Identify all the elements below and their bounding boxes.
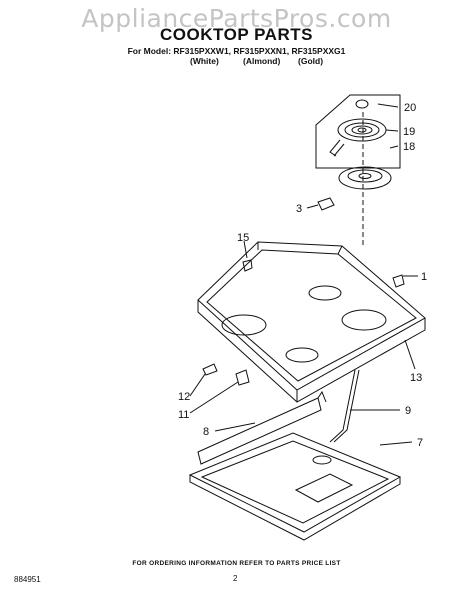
callout-8: 8 — [203, 426, 209, 438]
callout-20: 20 — [404, 102, 416, 114]
element-assembly-outline — [315, 94, 401, 169]
clip-12 — [202, 363, 218, 376]
callout-1: 1 — [421, 271, 427, 283]
front-panel-8 — [197, 397, 322, 465]
rod-9 — [329, 369, 356, 443]
callout-15: 15 — [237, 232, 249, 244]
variant-almond: (Almond) — [243, 56, 281, 66]
variant-white: (White) — [190, 56, 219, 66]
callout-11: 11 — [178, 409, 189, 421]
callout-19: 19 — [403, 126, 415, 138]
callout-12: 12 — [178, 391, 190, 403]
watermark: AppliancePartsPros.com — [81, 4, 392, 33]
page-number: 2 — [233, 574, 238, 583]
clip-1 — [392, 274, 405, 288]
callout-13: 13 — [410, 372, 422, 384]
callout-3: 3 — [296, 203, 302, 215]
cooktop-13 — [197, 241, 426, 391]
drip-bowl-18 — [338, 166, 392, 190]
document-id: 884951 — [14, 575, 41, 584]
clip-3 — [317, 197, 335, 211]
variant-gold: (Gold) — [298, 56, 324, 66]
model-list: For Model: RF315PXXW1, RF315PXXN1, RF315… — [127, 46, 346, 56]
knob-15 — [242, 259, 253, 272]
callout-18: 18 — [403, 141, 415, 153]
spacer-11 — [235, 369, 250, 386]
ordering-note: FOR ORDERING INFORMATION REFER TO PARTS … — [132, 560, 341, 567]
callout-9: 9 — [405, 405, 411, 417]
bottom-pan-7 — [188, 432, 402, 533]
callout-7: 7 — [417, 437, 423, 449]
page-title: COOKTOP PARTS — [160, 25, 313, 44]
terminal-block-20 — [355, 99, 369, 109]
